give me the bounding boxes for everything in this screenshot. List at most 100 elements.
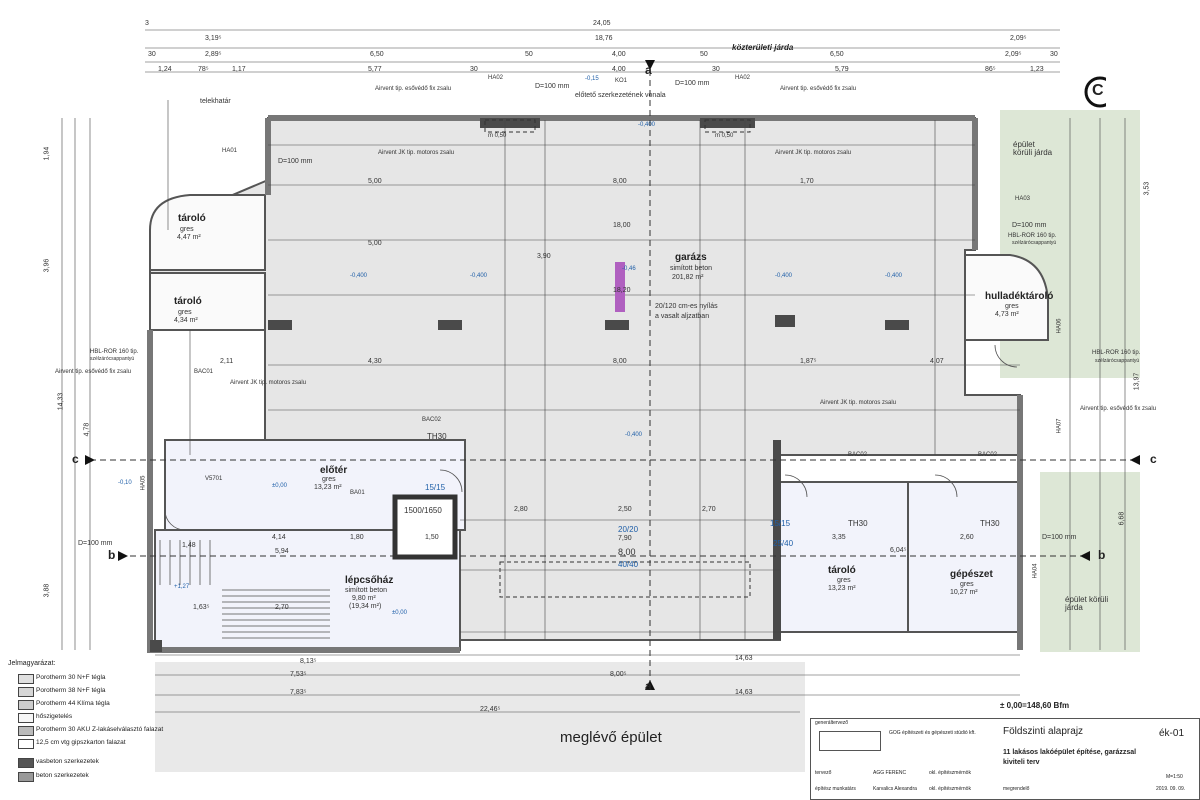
tb-firm: GOG építészeti és gépészeti stúdió kft. — [889, 730, 976, 736]
tb-sheet-no: ék-01 — [1159, 728, 1185, 739]
label-th30-right: TH30 — [980, 519, 1000, 528]
label-elev-m015: -0,15 — [585, 76, 599, 82]
legend-label: hőszigetelés — [36, 713, 73, 720]
label-lift: 1500/1650 — [404, 506, 442, 515]
tb-munkatars: építész munkatárs — [815, 786, 856, 792]
top-dim-r3-1: 1,24 — [158, 66, 172, 73]
dimension-lines — [61, 29, 1126, 713]
label-ha02-right: HA02 — [735, 75, 751, 81]
label-ratio-4040: 40/40 — [618, 560, 639, 569]
room-storage3-area: 13,23 m² — [828, 585, 856, 592]
legend-swatch — [18, 726, 34, 736]
label-ha03: HA03 — [1015, 196, 1031, 202]
label-elev-000-a: ±0,00 — [272, 483, 287, 489]
legend-label: vasbeton szerkezetek — [36, 758, 99, 765]
label-d100-right: D=100 mm — [1012, 222, 1047, 229]
top-dim-4: 3 — [145, 20, 149, 27]
top-dim-r3-3: 1,17 — [232, 66, 246, 73]
label-airvent-fix-top-right: Airvent tip. esővédő fix zsalu — [780, 86, 857, 92]
dim-270: 2,70 — [702, 506, 716, 513]
left-dim-a: 3,96 — [43, 258, 51, 273]
legend-label: Porotherm 38 N+F tégla — [36, 687, 106, 694]
legend-swatch — [18, 739, 34, 749]
room-mech-name: gépészet — [950, 569, 993, 580]
label-ha05: HA05 — [140, 475, 147, 491]
label-szelzaro-right-2: szélzárócsappantyú — [1095, 358, 1140, 364]
room-eloter-finish: gres — [322, 476, 336, 483]
dim-594: 5,94 — [275, 548, 289, 555]
level-reference: ± 0,00=148,60 Bfm — [1000, 701, 1070, 710]
dim-187: 1,87⁵ — [800, 358, 817, 365]
top-dim-r2-2: 2,89⁵ — [205, 51, 222, 58]
label-elev-garage-5: -0,400 — [625, 432, 643, 438]
top-dim-r3-8: 5,79 — [835, 66, 849, 73]
dim-407: 4,07 — [930, 358, 944, 365]
street-label: közterületi járda — [732, 43, 794, 52]
dim-250: 2,50 — [618, 506, 632, 513]
top-dim-r2-3: 6,50 — [370, 51, 384, 58]
dim-260: 2,60 — [960, 534, 974, 541]
label-szelzaro-left: szélzárócsappantyú — [90, 356, 135, 362]
label-ha02-left: HA02 — [488, 75, 504, 81]
label-hbl-left: HBL-ROR 160 tip. — [90, 349, 139, 355]
room-stair-area: 9,80 m² — [352, 595, 376, 602]
dim-180: 1,80 — [350, 534, 364, 541]
section-marker-b-right: b — [1098, 548, 1106, 562]
drain-opening — [615, 262, 625, 312]
top-dim-r3-2: 78⁵ — [198, 66, 209, 73]
top-dim-1: 3,19⁵ — [205, 35, 222, 42]
label-elev-127: +1,27 — [174, 584, 190, 590]
dim-500-b: 5,00 — [368, 240, 382, 247]
room-eloter-name: előtér — [320, 465, 348, 476]
label-airvent-fix-left: Airvent tip. esővédő fix zsalu — [55, 369, 132, 375]
stair-treads — [159, 540, 330, 639]
top-dim-r2-5: 4,00 — [612, 51, 626, 58]
label-hbl-right-2: HBL-ROR 160 tip. — [1092, 350, 1141, 356]
dim-1820: 18,20 — [613, 287, 631, 294]
bottom-dim-b: 7,53⁵ — [290, 671, 307, 678]
top-dim-r3-7: 30 — [712, 66, 720, 73]
label-airvent-jk-right: Airvent JK tip. motoros zsalu — [820, 400, 897, 406]
bottom-dim-e: 14,63 — [735, 655, 753, 662]
dim-170: 1,70 — [800, 178, 814, 185]
label-k01: KO1 — [615, 78, 628, 84]
top-dim-r2-4: 50 — [525, 51, 533, 58]
top-dim-r2-8: 2,09⁵ — [1005, 51, 1022, 58]
bottom-dim-a: 8,13⁵ — [300, 658, 317, 665]
dim-270b: 2,70 — [275, 604, 289, 611]
room-waste-name: hulladéktároló — [985, 291, 1054, 302]
top-dim-r2-6: 50 — [700, 51, 708, 58]
dim-390: 3,90 — [537, 253, 551, 260]
dim-800-a: 8,00 — [613, 178, 627, 185]
label-elev-garage-3: -0,400 — [775, 273, 793, 279]
left-dim-c: 4,78 — [83, 422, 91, 437]
door-swings — [164, 344, 1018, 531]
legend-swatch — [18, 674, 34, 684]
tb-logo — [819, 731, 881, 751]
room-mech-finish: gres — [960, 581, 974, 588]
label-ha06: HA06 — [1056, 318, 1063, 334]
tb-megrendelo: megrendelő — [1003, 786, 1030, 792]
mechanical-room — [907, 481, 1021, 633]
columns — [150, 118, 909, 652]
storage-room-3 — [779, 481, 909, 633]
label-ratio-2020: 20/20 — [618, 525, 639, 534]
room-storage3-name: tároló — [828, 565, 856, 576]
room-storage1-name: tároló — [178, 213, 206, 224]
label-eloteto: előtető szerkezetének vonala — [575, 92, 666, 99]
room-garage-finish: simított beton — [670, 265, 713, 272]
room-garage-area: 201,82 m² — [672, 274, 704, 281]
legend-label: Porotherm 44 Klíma tégla — [36, 700, 110, 707]
top-dim-r2-1: 30 — [148, 51, 156, 58]
section-lines — [90, 60, 1140, 690]
dim-790: 7,90 — [618, 535, 632, 542]
legend-label: Porotherm 30 AKU Z-lakáselválasztó falaz… — [36, 726, 164, 733]
label-elev-garage-1: -0,400 — [350, 273, 368, 279]
tb-scale: M=1:50 — [1166, 774, 1183, 780]
label-th30-mid: TH30 — [848, 519, 868, 528]
label-th30-left: TH30 — [427, 432, 447, 441]
tb-project: 11 lakásos lakóépület építése, garázzsal — [1003, 749, 1137, 756]
right-dim-a: 13,97 — [1133, 372, 1141, 391]
dim-414: 4,14 — [272, 534, 286, 541]
label-v5701: V5701 — [205, 476, 223, 482]
